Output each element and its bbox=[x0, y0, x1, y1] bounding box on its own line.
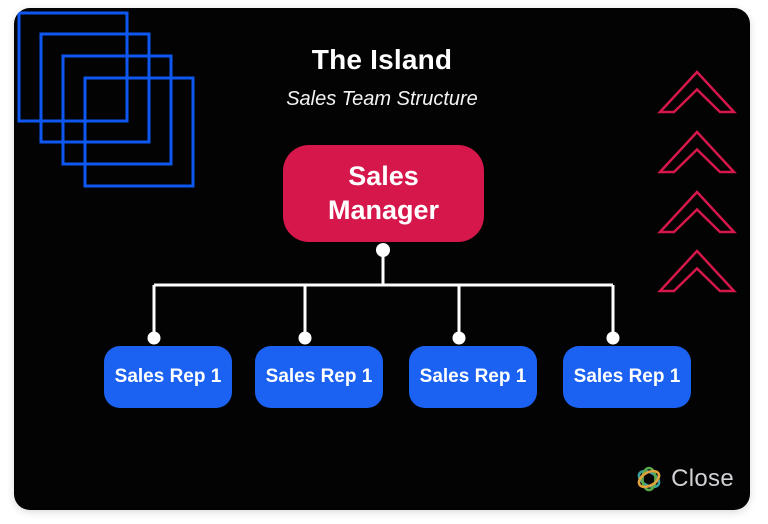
rep-node-1: Sales Rep 1 bbox=[104, 346, 232, 408]
rep-node-2: Sales Rep 1 bbox=[255, 346, 383, 408]
manager-node: Sales Manager bbox=[283, 145, 484, 242]
rep-node-4: Sales Rep 1 bbox=[563, 346, 691, 408]
rep-node-3: Sales Rep 1 bbox=[409, 346, 537, 408]
page-title: The Island bbox=[311, 44, 453, 75]
page-subtitle: Sales Team Structure bbox=[286, 88, 478, 110]
brand-logo-text: Close bbox=[671, 465, 734, 492]
rep-node-label: Sales Rep 1 bbox=[265, 366, 373, 387]
rep-node-label: Sales Rep 1 bbox=[114, 366, 222, 387]
rep-node-label: Sales Rep 1 bbox=[573, 366, 681, 387]
manager-node-label: Sales Manager bbox=[327, 160, 440, 225]
close-knot-icon bbox=[637, 466, 661, 492]
slide-card: The Island Sales Team Structure bbox=[14, 8, 750, 510]
chevrons-up-icon bbox=[657, 70, 737, 293]
overlapping-squares-icon bbox=[17, 11, 195, 188]
rep-node-label: Sales Rep 1 bbox=[419, 366, 527, 387]
brand-logo: Close bbox=[634, 464, 734, 494]
title-block: The Island Sales Team Structure bbox=[14, 44, 750, 111]
